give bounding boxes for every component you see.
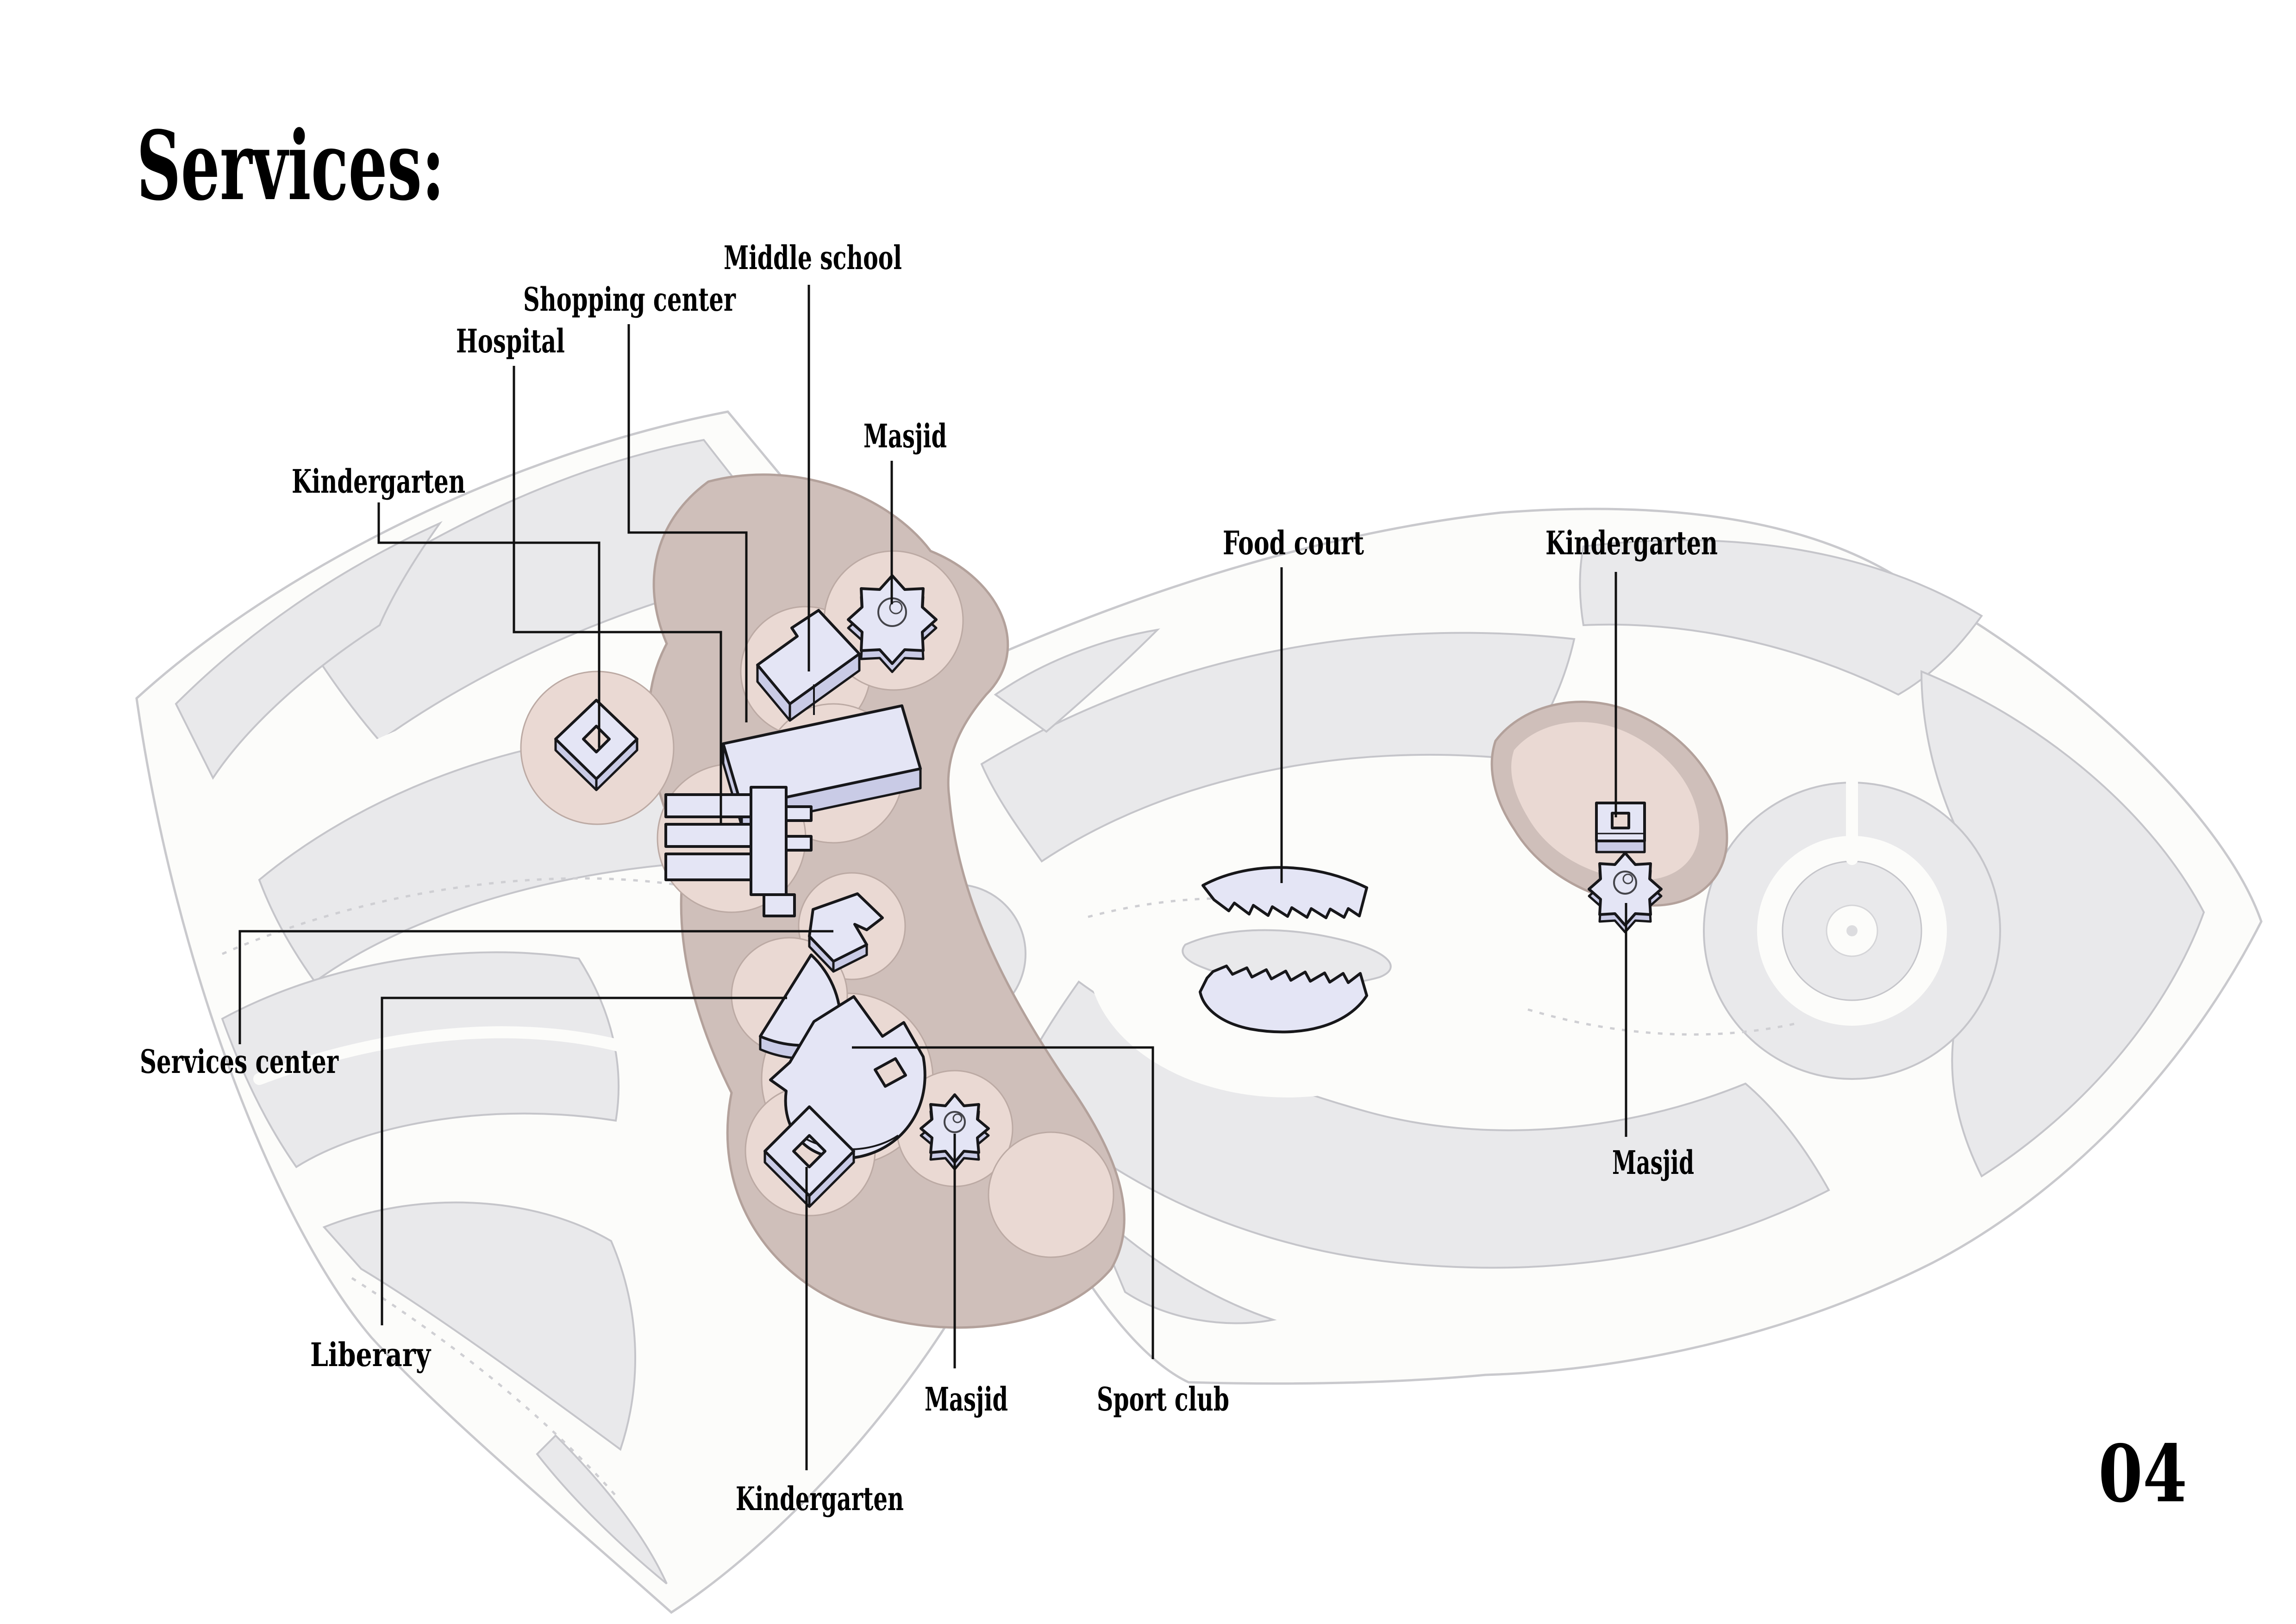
- leader-shopping-center: [627, 324, 748, 722]
- leader-services-center: [238, 930, 833, 1044]
- label-sport-club: Sport club: [1097, 1380, 1229, 1418]
- label-kindergarten-bottom: Kindergarten: [736, 1480, 904, 1518]
- label-liberary: Liberary: [310, 1336, 432, 1374]
- building-kindergarten-bottom: [763, 1105, 855, 1208]
- leader-liberary: [381, 997, 787, 1325]
- leader-kindergarten-left: [377, 502, 601, 748]
- right-bullseye-roundabout: [1703, 777, 2001, 1080]
- label-hospital: Hospital: [456, 322, 565, 360]
- leader-sport-club: [852, 1046, 1154, 1359]
- city-blocks-right: [980, 539, 2205, 1324]
- pond-island: [1182, 929, 1392, 986]
- label-masjid-top: Masjid: [863, 417, 947, 455]
- building-services-center: [808, 892, 884, 973]
- label-masjid-right: Masjid: [1612, 1143, 1694, 1182]
- building-kindergarten-left: [554, 699, 638, 791]
- page-number: 04: [2098, 1428, 2187, 1520]
- label-kindergarten-right: Kindergarten: [1545, 524, 1718, 562]
- label-food-court: Food court: [1223, 524, 1364, 562]
- label-kindergarten-left: Kindergarten: [292, 462, 465, 501]
- building-food-court: [1199, 866, 1368, 1034]
- label-middle-school: Middle school: [724, 238, 902, 277]
- building-masjid-right: [1588, 852, 1663, 934]
- label-services-center: Services center: [140, 1042, 339, 1081]
- leader-hospital: [513, 366, 722, 824]
- site-plan-map: [135, 410, 2263, 1614]
- label-shopping-center: Shopping center: [523, 280, 736, 319]
- label-masjid-bottom: Masjid: [925, 1380, 1008, 1418]
- building-kindergarten-right: [1595, 802, 1646, 853]
- building-masjid-top: [847, 574, 938, 673]
- building-hospital: [664, 786, 813, 917]
- building-labels: Middle school Shopping center Hospital M…: [140, 238, 1718, 1518]
- page-title: Services:: [137, 111, 444, 222]
- leader-lines: [238, 285, 1627, 1470]
- services-zone-right: [1490, 701, 1728, 907]
